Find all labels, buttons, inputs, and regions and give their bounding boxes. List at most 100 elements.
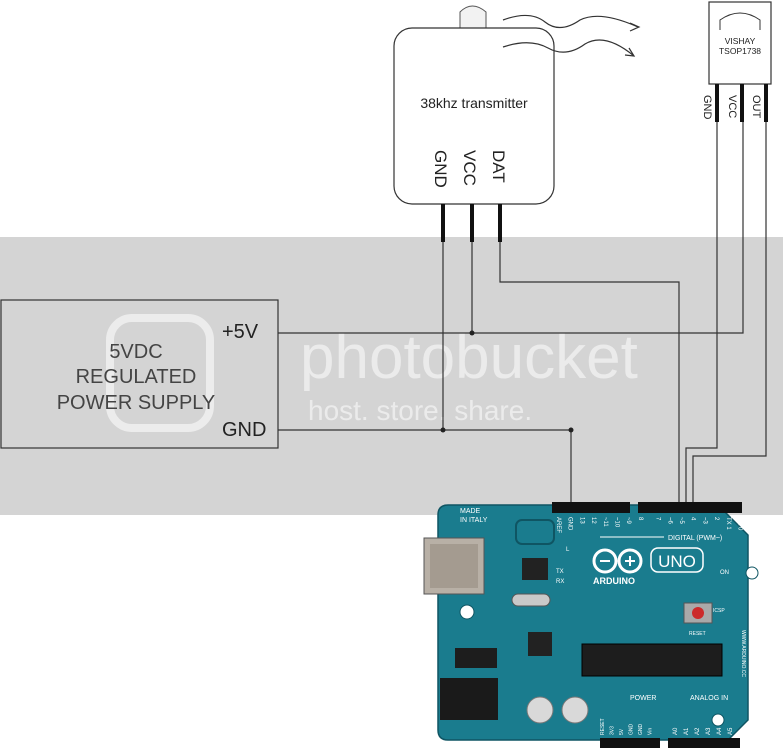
header-pin-label: ~5 xyxy=(678,517,684,525)
power-pin-label: RESET xyxy=(600,718,606,735)
header-pin-label: ~10 xyxy=(614,517,620,528)
receiver-brand: VISHAY xyxy=(725,36,756,46)
gray-band xyxy=(0,237,783,515)
header-pin-label: 12 xyxy=(590,517,596,524)
voltage-regulator xyxy=(455,648,497,668)
header-pin-label: 13 xyxy=(578,517,584,524)
crystal xyxy=(511,593,551,607)
on-label: ON xyxy=(720,570,729,576)
transmitter-lead-vcc xyxy=(470,204,474,242)
watermark-brand: photobucket xyxy=(300,323,638,392)
power-supply-box xyxy=(0,299,279,449)
rx-label: RX xyxy=(556,579,564,585)
power-pin-label: GND xyxy=(638,724,644,736)
wire-tx-dat xyxy=(499,240,680,505)
power-label: POWER xyxy=(630,695,656,702)
analog-pin-label: A2 xyxy=(695,727,701,735)
analog-pin-label: A3 xyxy=(706,727,712,735)
ir-transmitter-module: 38khz transmitter GND VCC DAT xyxy=(393,5,641,242)
transmitter-title: 38khz transmitter xyxy=(420,95,528,111)
power-header xyxy=(600,738,660,748)
ir-receiver: VISHAY TSOP1738 GND VCC OUT xyxy=(701,1,772,122)
arduino-url: WWW.ARDUINO.CC xyxy=(740,630,746,677)
power-jack xyxy=(440,678,498,720)
receiver-lead-out xyxy=(764,84,768,122)
receiver-model: TSOP1738 xyxy=(719,46,761,56)
tx-label: TX xyxy=(556,569,564,575)
watermark: photobucket host. store. share. xyxy=(106,314,638,432)
junction-dot xyxy=(568,427,574,433)
wires xyxy=(278,120,767,505)
transmitter-pin-gnd: GND xyxy=(431,150,450,188)
capacitor xyxy=(526,696,554,724)
reset-button-cap xyxy=(692,607,704,619)
arduino-brand: ARDUINO xyxy=(593,576,635,586)
receiver-pin-gnd: GND xyxy=(701,95,713,120)
power-pin-label: 3V3 xyxy=(610,726,616,735)
transmitter-pin-vcc: VCC xyxy=(460,150,479,186)
transmitter-lead-gnd xyxy=(441,204,445,242)
header-pin-label: GND xyxy=(567,517,573,531)
header-pin-label: 4 xyxy=(690,517,696,521)
header-pin-label: TX 1 xyxy=(725,517,731,530)
icsp-label: ICSP xyxy=(713,608,725,614)
power-supply-line2: REGULATED xyxy=(76,366,197,388)
reset-label: RESET xyxy=(689,631,706,637)
power-pin-label: 5V xyxy=(619,728,625,735)
junction-dots xyxy=(440,330,574,433)
analog-pin-label: A1 xyxy=(684,727,690,735)
mounting-hole xyxy=(459,604,475,620)
small-chip xyxy=(528,632,552,656)
ir-signal-waves-icon xyxy=(502,14,641,57)
junction-dot xyxy=(440,427,446,433)
header-pin-label: ~9 xyxy=(625,517,631,525)
icsp-outline xyxy=(515,519,555,545)
watermark-camera-icon xyxy=(106,314,214,432)
header-pin-label: 2 xyxy=(713,517,719,521)
arduino-logo-icon xyxy=(592,548,643,574)
watermark-tagline: host. store. share. xyxy=(308,395,532,426)
header-pin-label: 7 xyxy=(655,517,661,521)
made-in-label: MADE xyxy=(460,508,481,515)
junction-dot xyxy=(469,330,475,336)
header-pin-label: 8 xyxy=(637,517,643,521)
capacitor xyxy=(561,696,589,724)
analog-pin-label: A5 xyxy=(728,727,734,735)
header-pin-label: ~11 xyxy=(602,517,608,527)
header-pin-label: AREF xyxy=(555,517,561,533)
header-pin-label: ~6 xyxy=(666,517,672,525)
mounting-hole xyxy=(711,713,725,727)
analog-pin-label: A0 xyxy=(673,727,679,735)
receiver-body xyxy=(708,1,772,85)
ir-led-icon xyxy=(459,5,487,29)
analog-header xyxy=(668,738,740,748)
arduino-uno-board: MADE IN ITALY AREF GND 13 12 ~11 ~10 ~9 8 7 ~6 ~5 4… xyxy=(423,502,759,748)
power-pin-label: GND xyxy=(629,724,635,736)
power-supply-line1: 5VDC xyxy=(109,341,162,363)
mounting-hole xyxy=(745,566,759,580)
transmitter-pin-dat: DAT xyxy=(489,150,508,183)
header-pin-label: RX 0 xyxy=(737,517,743,531)
receiver-lens-icon xyxy=(719,12,761,30)
receiver-pin-out: OUT xyxy=(750,95,762,119)
digital-header-left xyxy=(552,502,630,513)
power-supply-line3: POWER SUPPLY xyxy=(57,392,216,414)
gnd-label: GND xyxy=(222,419,266,441)
header-pin-label: ~3 xyxy=(701,517,707,525)
in-italy-label: IN ITALY xyxy=(460,517,488,524)
wire-5v-bus xyxy=(278,120,744,334)
receiver-lead-vcc xyxy=(740,84,744,122)
power-pin-label: Vin xyxy=(648,728,654,735)
usb-chip xyxy=(522,558,548,580)
analog-pin-label: A4 xyxy=(717,727,723,735)
plus-5v-label: +5V xyxy=(222,321,259,343)
receiver-pin-vcc: VCC xyxy=(726,95,738,118)
receiver-lead-gnd xyxy=(715,84,719,122)
wire-rx-out xyxy=(692,120,767,505)
uno-label: UNO xyxy=(658,552,696,571)
transmitter-lead-dat xyxy=(498,204,502,242)
digital-label: DIGITAL (PWM~) xyxy=(668,535,722,542)
